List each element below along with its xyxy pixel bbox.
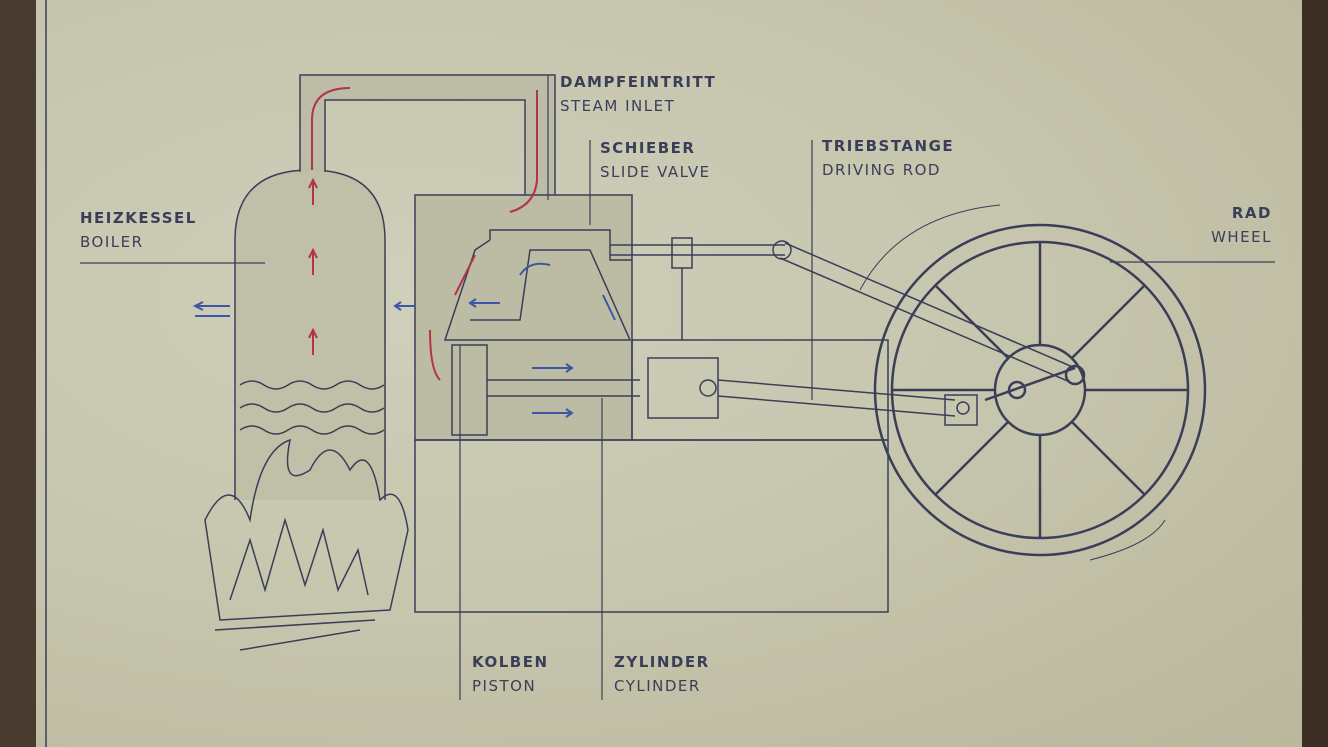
steam-arrows — [308, 87, 538, 381]
label-en: SLIDE VALVE — [600, 163, 711, 181]
driving-rod — [717, 379, 956, 401]
valve-chest — [414, 194, 633, 441]
label-de: TRIEBSTANGE — [822, 137, 955, 155]
engine-base — [414, 439, 889, 613]
crosshead — [647, 357, 719, 419]
label-en: PISTON — [472, 677, 537, 695]
exhaust-arrows — [192, 262, 616, 418]
wheel — [859, 204, 1207, 561]
label-en: WHEEL — [1211, 228, 1272, 246]
label-steam-inlet: DAMPFEINTRITT STEAM INLET — [560, 70, 716, 118]
label-slide-valve: SCHIEBER SLIDE VALVE — [600, 136, 711, 184]
label-de: HEIZKESSEL — [80, 209, 197, 227]
label-cylinder: ZYLINDER CYLINDER — [614, 650, 710, 698]
label-en: BOILER — [80, 233, 144, 251]
leader-lines — [80, 75, 1275, 700]
label-wheel: RAD WHEEL — [1211, 201, 1272, 249]
label-piston: KOLBEN PISTON — [472, 650, 549, 698]
label-driving-rod: TRIEBSTANGE DRIVING ROD — [822, 134, 954, 182]
label-de: DAMPFEINTRITT — [560, 73, 717, 91]
label-boiler: HEIZKESSEL BOILER — [80, 206, 197, 254]
piston — [451, 344, 488, 436]
label-en: DRIVING ROD — [822, 161, 941, 179]
cylinder-block — [631, 339, 889, 441]
label-de: RAD — [1231, 204, 1272, 222]
label-de: SCHIEBER — [600, 139, 696, 157]
label-en: CYLINDER — [614, 677, 701, 695]
label-en: STEAM INLET — [560, 97, 676, 115]
water-waves — [239, 380, 385, 435]
label-de: KOLBEN — [472, 653, 549, 671]
fire-icon — [204, 438, 409, 651]
frame-right — [1302, 0, 1328, 747]
label-de: ZYLINDER — [614, 653, 710, 671]
